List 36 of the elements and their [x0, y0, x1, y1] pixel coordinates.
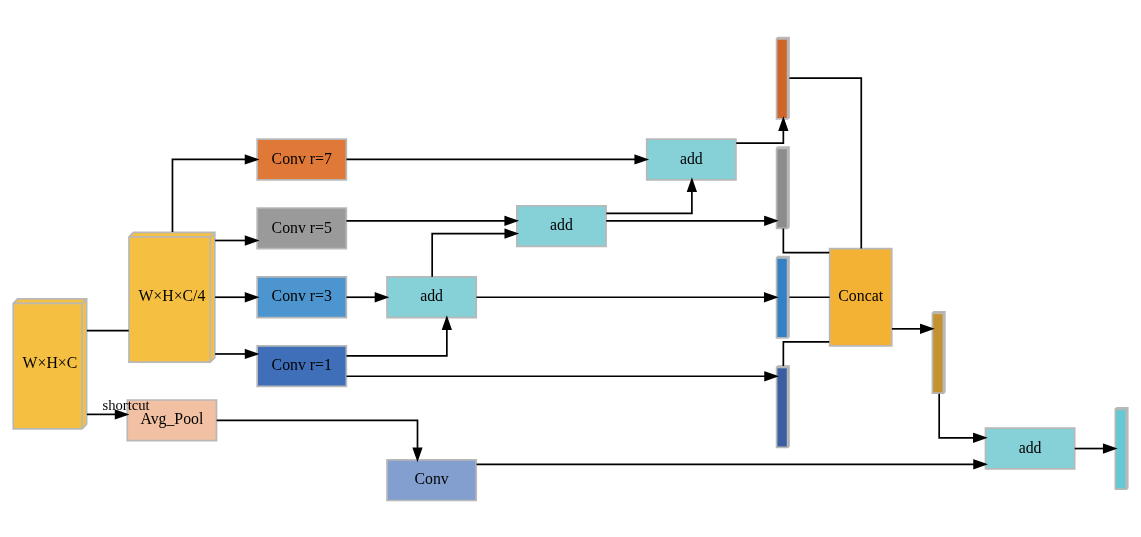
node-box: add [984, 426, 1076, 470]
node-box: add [645, 137, 737, 181]
arrow [431, 227, 520, 278]
arrow [735, 115, 789, 144]
node-box: Concat [828, 247, 893, 347]
arrow [215, 418, 423, 462]
arrow [605, 215, 779, 226]
connector [788, 76, 863, 249]
node-box: Conv r=7 [256, 137, 348, 181]
node-box: Conv r=3 [256, 275, 348, 318]
arrow [345, 370, 779, 381]
arrow [86, 408, 130, 420]
arrow [475, 458, 988, 469]
arrow [475, 291, 779, 302]
arrow [214, 348, 260, 359]
arrow [214, 234, 260, 246]
arrow [345, 314, 452, 357]
arrow [891, 323, 935, 334]
edge-label: shortcut [102, 396, 150, 413]
arrow [171, 153, 260, 233]
arrow [605, 176, 698, 214]
node-box: add [516, 204, 607, 247]
arrow [345, 153, 650, 165]
arrow [1073, 442, 1118, 454]
arrow [938, 392, 988, 443]
arrow [214, 291, 260, 302]
node-box: Conv r=1 [256, 344, 348, 387]
node-box: Conv r=5 [256, 206, 348, 249]
node-box: Conv [386, 458, 478, 501]
connector [782, 227, 831, 253]
node-box: add [386, 275, 478, 318]
arrow [345, 215, 520, 226]
arrow [345, 291, 390, 302]
connector [782, 340, 831, 367]
connector [86, 329, 130, 331]
connector [788, 295, 831, 298]
